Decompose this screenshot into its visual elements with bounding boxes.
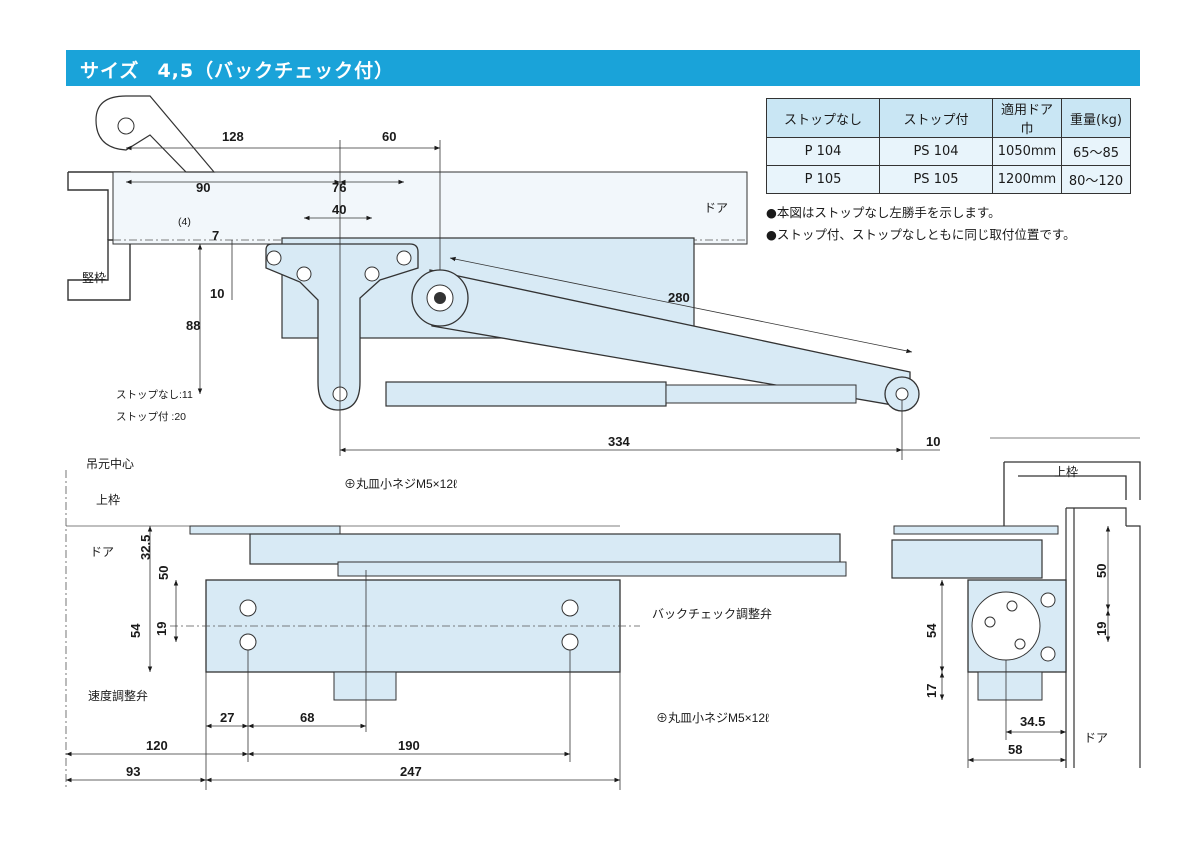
col-header: 適用ドア巾 [992,98,1062,138]
col-header: ストップ付 [879,98,993,138]
table-header-row: ストップなし ストップ付 適用ドア巾 重量(kg) [766,98,1131,138]
label-door-front: ドア [90,545,114,559]
label-hinge-center: 吊元中心 [86,456,134,471]
label-door-side: ドア [1084,731,1108,745]
note-item: ●ストップ付、ストップなしともに同じ取付位置です。 [766,227,1076,242]
note-item: ●本図はストップなし左勝手を示します。 [766,205,1001,220]
table-cell: 1050mm [992,137,1062,166]
top-view: 128 60 90 76 40 (4) 7 10 88 280 334 10 竪… [67,95,940,460]
front-screw [239,633,257,651]
dim-10a: 10 [210,286,224,301]
dim-88: 88 [186,318,200,333]
side-cylinder-hole [1006,600,1018,612]
plate-hole [266,250,282,266]
dim-32-5: 32.5 [138,535,153,560]
label-frame-top-side: 上枠 [1054,465,1078,479]
front-screw [239,599,257,617]
dim-280: 280 [668,290,690,305]
label-door-top: ドア [704,201,728,215]
dim-54a: 54 [128,623,143,638]
dim-19b: 19 [1094,622,1109,636]
table-cell: 1200mm [992,165,1062,194]
dim-60: 60 [382,129,396,144]
side-cylinder-hole [984,616,996,628]
title-bar: サイズ 4,5（バックチェック付） [66,50,1140,86]
title-size: 4,5（バックチェック付） [157,60,395,82]
front-screw [561,633,579,651]
label-frame-vertical: 竪枠 [82,271,106,285]
vertical-frame-inner [67,172,109,240]
link-rod-inner [665,384,857,404]
table-cell: 65～85 [1061,137,1131,166]
hinge-hole [117,117,135,135]
dim-40: 40 [332,202,346,217]
side-view-dimensions [939,526,1111,768]
table-cell: PS 104 [879,137,993,166]
side-cylinder-hole [1014,638,1026,650]
dim-54b: 54 [924,623,939,638]
front-screw [561,599,579,617]
side-screw [1040,646,1056,662]
dim-19a: 19 [154,622,169,636]
dim-68: 68 [300,710,314,725]
dim-334: 334 [608,434,630,449]
arm-spindle-core [434,292,446,304]
arm-end-pin [895,387,909,401]
dim-10b: 10 [926,434,940,449]
link-rod [385,381,667,407]
table-cell: P 104 [766,137,880,166]
side-cylinder [971,591,1041,661]
label-screw-2: ⊕丸皿小ネジM5×12ℓ [656,711,769,725]
dim-90: 90 [196,180,210,195]
table-row: P 105 PS 105 1200mm 80～120 [766,165,1131,194]
dim-50b: 50 [1094,564,1109,578]
side-arm [891,539,1043,579]
dim-34-5: 34.5 [1020,714,1045,729]
dim-93: 93 [126,764,140,779]
dim-128: 128 [222,129,244,144]
mounting-plate [265,243,419,411]
side-door-panel [1065,507,1141,768]
label-screw-1: ⊕丸皿小ネジM5×12ℓ [344,477,457,491]
plate-hole [296,266,312,282]
front-view-dimensions [66,526,621,790]
front-arm-lower [337,561,847,577]
dim-190: 190 [398,738,420,753]
dim-120: 120 [146,738,168,753]
title-label: サイズ [80,60,140,82]
dim-50a: 50 [156,566,171,580]
plate-hole [364,266,380,282]
label-speed-valve: 速度調整弁 [88,688,148,703]
dim-58: 58 [1008,742,1022,757]
table-row: P 104 PS 104 1050mm 65～85 [766,137,1131,166]
dim-76: 76 [332,180,346,195]
side-plate [893,525,1059,535]
dim-17: 17 [924,684,939,698]
table-cell: PS 105 [879,165,993,194]
front-plate [189,525,341,535]
label-frame-top-front: 上枠 [96,493,120,507]
page-title: サイズ 4,5（バックチェック付） [80,56,394,83]
notes: ●本図はストップなし左勝手を示します。 ●ストップ付、ストップなしともに同じ取付… [766,202,1076,246]
side-valve-housing [977,671,1043,701]
front-arm-upper [249,533,841,565]
side-view: 50 19 54 17 34.5 58 上枠 ドア [891,437,1141,768]
label-stop-with: ストップ付 :20 [116,410,186,423]
table-cell: 80～120 [1061,165,1131,194]
top-view-dimensions [126,140,940,460]
dim-27: 27 [220,710,234,725]
side-screw [1040,592,1056,608]
spec-table: ストップなし ストップ付 適用ドア巾 重量(kg) P 104 PS 104 1… [766,98,1131,194]
front-view: 32.5 50 54 19 27 68 120 190 93 247 吊元中心 … [65,456,847,790]
label-stop-none: ストップなし:11 [116,389,193,401]
dim-7: 7 [212,228,219,243]
hinge-bracket [95,95,216,173]
dim-4: (4) [178,216,191,228]
plate-hole [396,250,412,266]
side-top-frame [1003,461,1141,526]
label-backcheck-valve: バックチェック調整弁 [652,606,772,621]
front-valve-housing [333,671,397,701]
dim-247: 247 [400,764,422,779]
